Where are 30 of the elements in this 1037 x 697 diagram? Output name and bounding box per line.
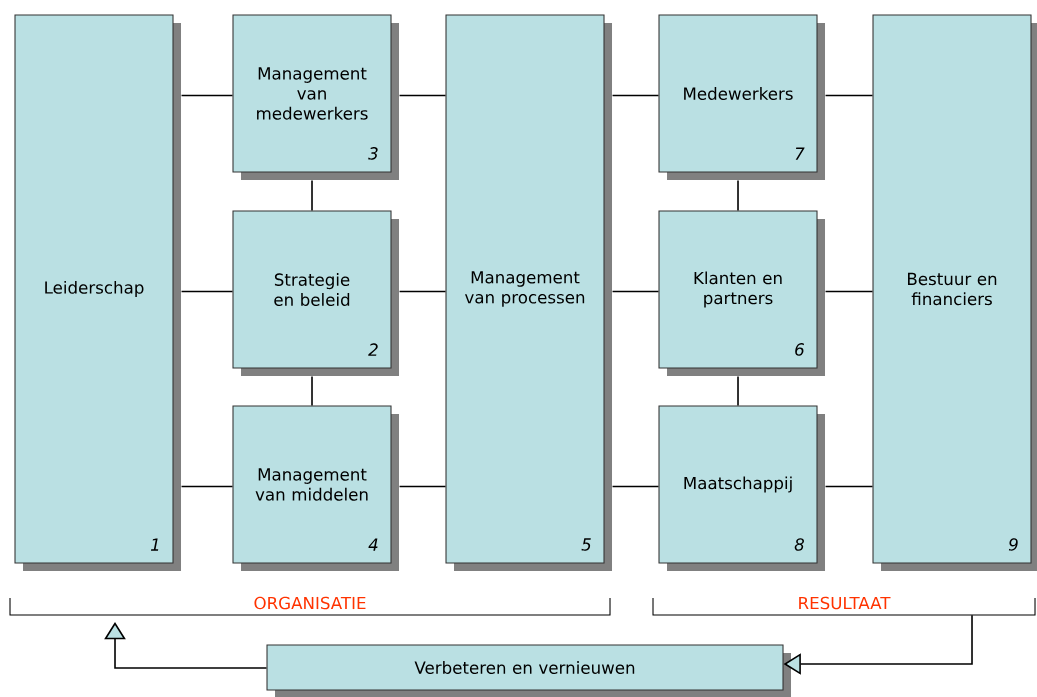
box-number: 7 [795,147,805,160]
box-number: 6 [795,343,804,356]
connector-line [311,179,313,212]
connector-line [398,290,447,293]
box-number: 5 [581,538,591,551]
box-number: 1 [150,538,159,551]
connector-line [311,375,313,407]
box-number: 9 [1008,538,1018,551]
connector-line [737,179,739,212]
connector-line [611,94,660,97]
box-number: 8 [794,538,804,551]
connector-line [824,94,874,97]
connector-line [180,290,234,293]
bracket [9,597,611,616]
bracket [652,597,1036,616]
connector-line [180,485,234,488]
section-label: RESULTAAT [799,596,891,610]
box-number: 2 [368,343,378,356]
connector-line [398,94,447,97]
connector-line [611,485,660,488]
connector-line [611,290,660,293]
connector-line [180,94,234,97]
section-label: ORGANISATIE [254,596,366,610]
connector-line [398,485,447,488]
process-box: Verbeteren en vernieuwen [266,644,791,697]
box-number: 4 [368,538,378,551]
connector-line [824,290,874,293]
connector-line [737,375,739,407]
connector-line [824,485,874,488]
box-number: 3 [368,147,378,160]
